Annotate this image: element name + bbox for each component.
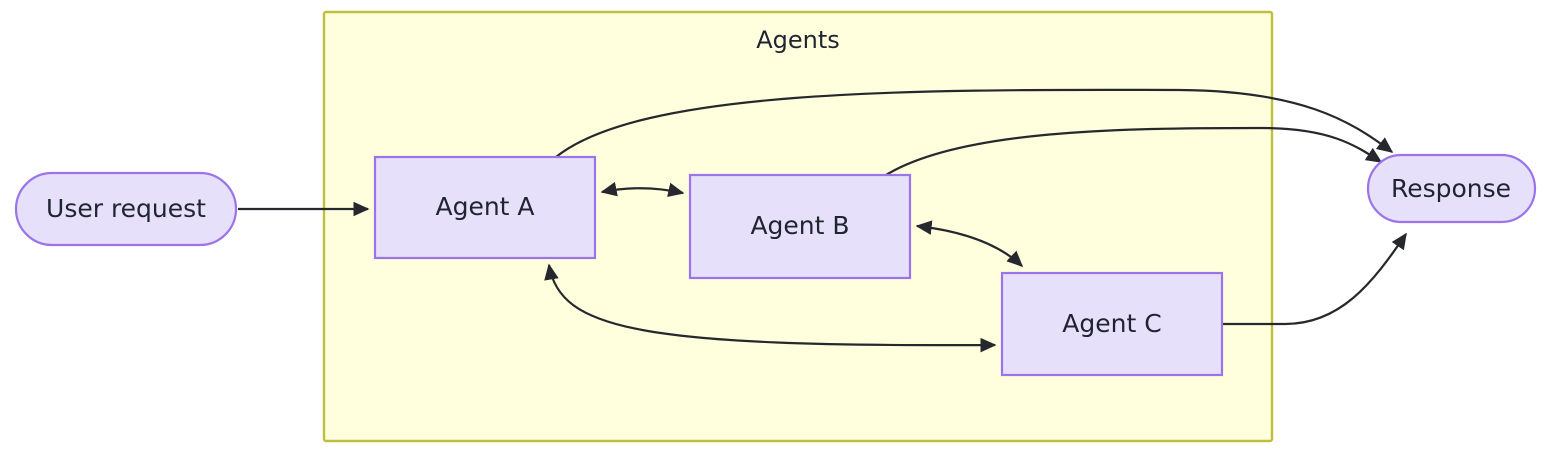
edge-agent-c-to-response (1222, 232, 1407, 326)
node-response-label: Response (1391, 174, 1511, 203)
node-agent-a[interactable]: Agent A (373, 155, 597, 260)
node-user-request-shape (14, 171, 238, 247)
node-agent-a-label: Agent A (435, 192, 534, 221)
node-response[interactable]: Response (1366, 153, 1537, 224)
node-user-request-label: User request (46, 194, 206, 223)
edge-agent-b-to-response (885, 126, 1383, 176)
node-agent-a-shape (373, 155, 597, 260)
edge-agent-a-to-response (555, 88, 1394, 158)
edge-agent-a-to-agent-b-bidirectional (600, 181, 685, 198)
edge-agent-b-to-agent-c-bidirectional (915, 220, 1024, 268)
edge-layer (238, 88, 1407, 353)
node-response-shape (1366, 153, 1537, 224)
node-agent-c-label: Agent C (1062, 309, 1161, 338)
node-user-request[interactable]: User request (14, 171, 238, 247)
node-agent-b-label: Agent B (750, 211, 849, 240)
edge-agent-c-to-agent-a-bidirectional (544, 263, 997, 353)
node-agent-c-shape (1000, 271, 1224, 377)
node-agent-b[interactable]: Agent B (688, 173, 912, 280)
cluster-agents-label: Agents (756, 26, 840, 54)
node-agent-b-shape (688, 173, 912, 280)
node-agent-c[interactable]: Agent C (1000, 271, 1224, 377)
